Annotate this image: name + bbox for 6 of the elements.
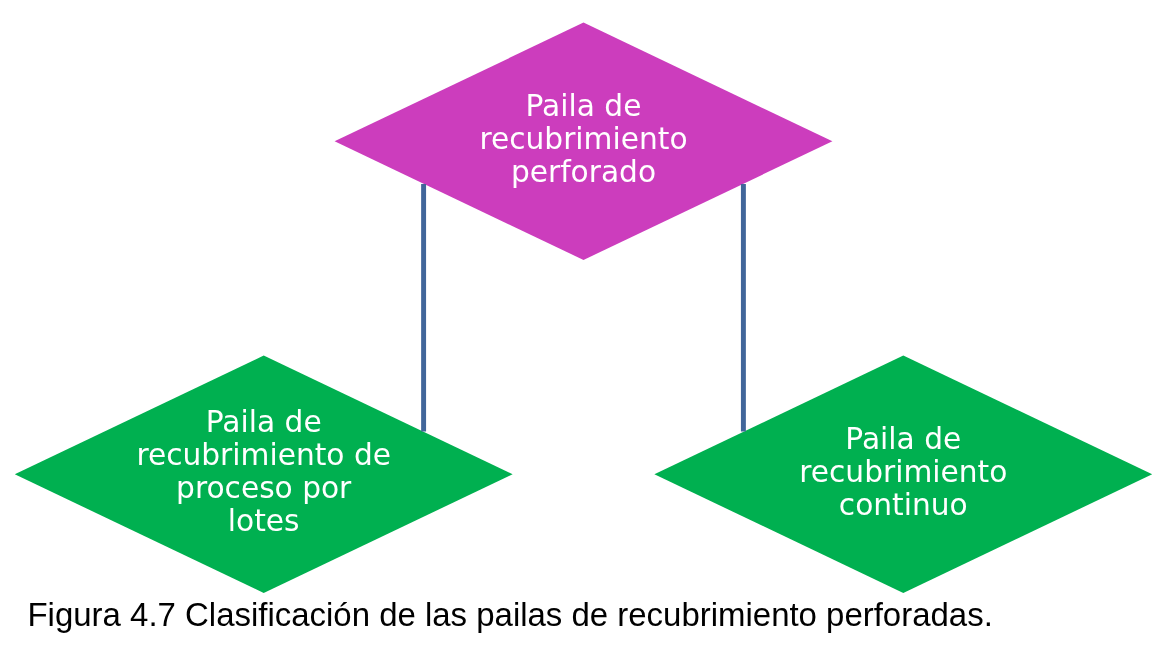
caption: Figura 4.7 Clasificación de las pailas de recubrimiento perforadas. (27, 595, 993, 633)
node-diamond: Paila de recubrimiento continuo (654, 355, 1153, 593)
connector (740, 183, 746, 432)
node-diamond: Paila de recubrimiento de proceso por lotes (14, 355, 513, 593)
connector (421, 183, 427, 432)
node-diamond: Paila de recubrimiento perforado (334, 22, 833, 260)
